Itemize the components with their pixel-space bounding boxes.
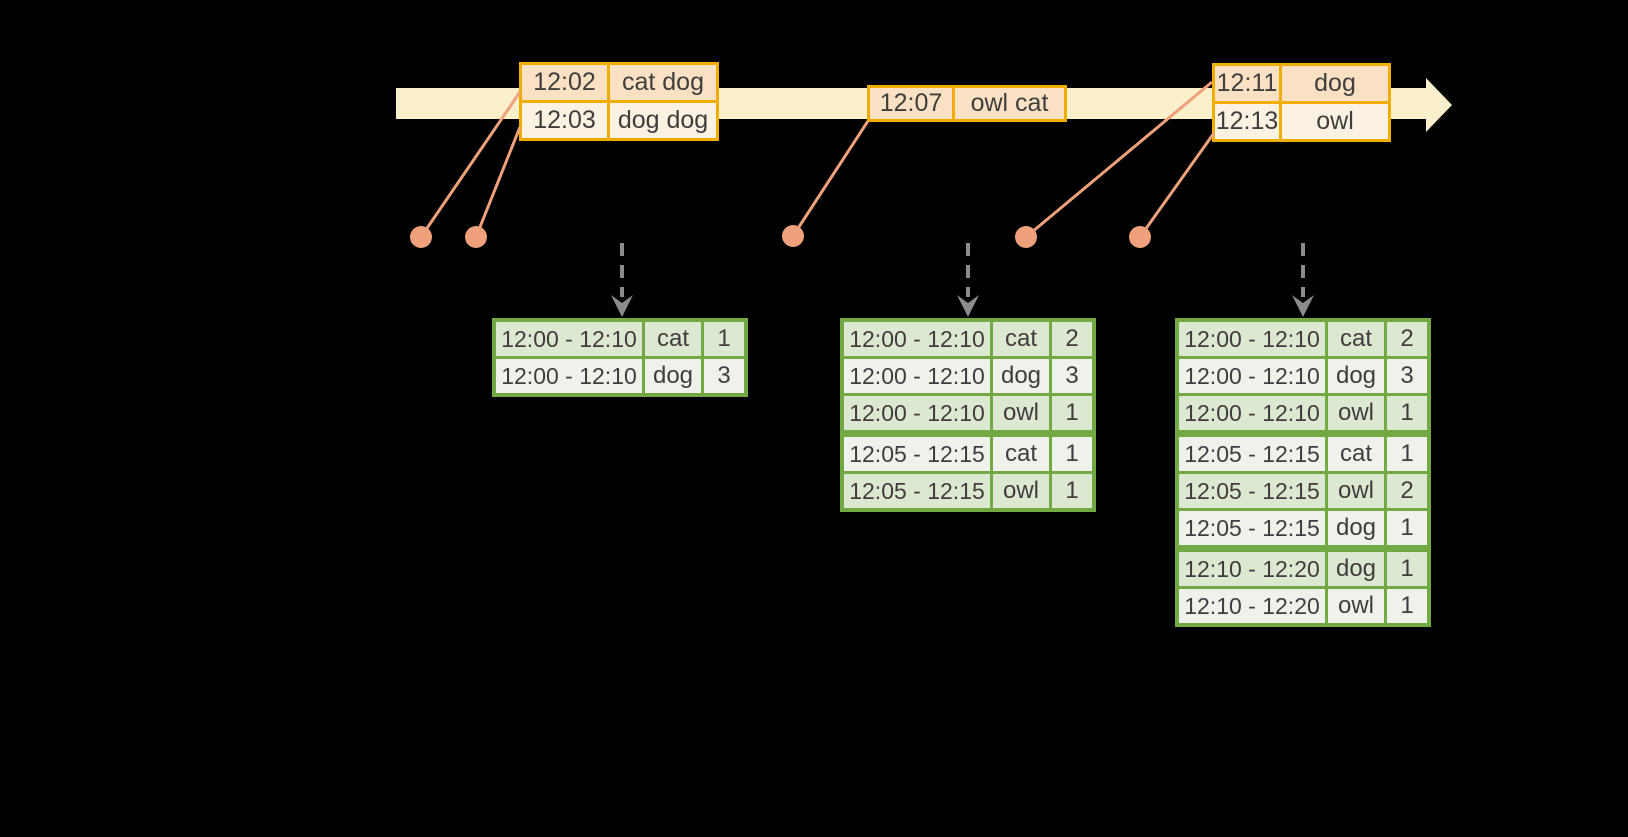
word-cell: owl	[1328, 474, 1384, 508]
count-cell: 3	[1052, 359, 1092, 393]
result-row: 12:00 - 12:10 owl 1	[1179, 396, 1427, 430]
count-cell: 1	[1387, 552, 1427, 586]
event-row: 12:11 dog	[1215, 66, 1388, 101]
result-row: 12:10 - 12:20 owl 1	[1179, 589, 1427, 623]
window-cell: 12:00 - 12:10	[1179, 359, 1325, 393]
word-cell: dog	[1328, 552, 1384, 586]
result-row: 12:00 - 12:10 cat 2	[844, 322, 1092, 356]
event-row: 12:13 owl	[1215, 104, 1388, 139]
count-cell: 1	[1052, 396, 1092, 430]
word-cell: cat	[1328, 437, 1384, 471]
result-row: 12:05 - 12:15 cat 1	[844, 437, 1092, 471]
result-table-3: 12:00 - 12:10 cat 2 12:00 - 12:10 dog 3 …	[1175, 318, 1431, 627]
event-connector-line	[791, 120, 870, 237]
event-time: 12:02	[522, 65, 607, 100]
window-cell: 12:00 - 12:10	[496, 322, 642, 356]
event-row: 12:03 dog dog	[522, 103, 716, 138]
trigger-arrowhead-icon	[957, 295, 979, 317]
word-cell: cat	[993, 322, 1049, 356]
result-row: 12:00 - 12:10 cat 1	[496, 322, 744, 356]
word-cell: dog	[993, 359, 1049, 393]
count-cell: 1	[1387, 396, 1427, 430]
result-row: 12:00 - 12:10 cat 2	[1179, 322, 1427, 356]
window-cell: 12:00 - 12:10	[844, 322, 990, 356]
word-cell: owl	[993, 396, 1049, 430]
event-words: owl cat	[955, 88, 1064, 119]
trigger-arrowhead-icon	[611, 295, 633, 317]
word-cell: owl	[1328, 396, 1384, 430]
result-table-2: 12:00 - 12:10 cat 2 12:00 - 12:10 dog 3 …	[840, 318, 1096, 512]
window-cell: 12:00 - 12:10	[1179, 396, 1325, 430]
window-cell: 12:00 - 12:10	[844, 396, 990, 430]
count-cell: 1	[1387, 437, 1427, 471]
event-dot-icon	[782, 225, 804, 247]
event-connector-line	[1138, 132, 1216, 238]
result-row: 12:05 - 12:15 dog 1	[1179, 511, 1427, 545]
event-time: 12:03	[522, 103, 607, 138]
event-table-3: 12:11 dog 12:13 owl	[1212, 63, 1391, 142]
result-row: 12:05 - 12:15 owl 1	[844, 474, 1092, 508]
word-cell: dog	[645, 359, 701, 393]
count-cell: 2	[1387, 322, 1427, 356]
event-dot-icon	[1015, 226, 1037, 248]
event-words: cat dog	[610, 65, 716, 100]
word-cell: dog	[1328, 359, 1384, 393]
count-cell: 1	[1387, 589, 1427, 623]
count-cell: 1	[1387, 511, 1427, 545]
count-cell: 3	[1387, 359, 1427, 393]
result-table-1: 12:00 - 12:10 cat 1 12:00 - 12:10 dog 3	[492, 318, 748, 397]
window-cell: 12:05 - 12:15	[1179, 437, 1325, 471]
result-row: 12:10 - 12:20 dog 1	[1179, 552, 1427, 586]
event-row: 12:07 owl cat	[870, 88, 1064, 119]
word-cell: dog	[1328, 511, 1384, 545]
event-words: dog	[1282, 66, 1388, 101]
count-cell: 1	[704, 322, 744, 356]
result-row: 12:00 - 12:10 dog 3	[844, 359, 1092, 393]
result-row: 12:05 - 12:15 owl 2	[1179, 474, 1427, 508]
window-cell: 12:10 - 12:20	[1179, 589, 1325, 623]
timeline-arrowhead-icon	[1426, 78, 1452, 132]
event-dot-icon	[1129, 226, 1151, 248]
event-table-2: 12:07 owl cat	[867, 85, 1067, 122]
event-time: 12:11	[1215, 66, 1279, 101]
window-cell: 12:00 - 12:10	[1179, 322, 1325, 356]
word-cell: cat	[645, 322, 701, 356]
count-cell: 2	[1387, 474, 1427, 508]
window-cell: 12:05 - 12:15	[844, 437, 990, 471]
event-connector-line	[474, 126, 522, 238]
window-cell: 12:00 - 12:10	[496, 359, 642, 393]
trigger-arrowhead-icon	[1292, 295, 1314, 317]
event-time: 12:13	[1215, 104, 1279, 139]
count-cell: 2	[1052, 322, 1092, 356]
event-table-1: 12:02 cat dog 12:03 dog dog	[519, 62, 719, 141]
event-words: owl	[1282, 104, 1388, 139]
word-cell: owl	[1328, 589, 1384, 623]
count-cell: 1	[1052, 437, 1092, 471]
event-dot-icon	[465, 226, 487, 248]
result-row: 12:00 - 12:10 owl 1	[844, 396, 1092, 430]
event-time: 12:07	[870, 88, 952, 119]
event-dot-icon	[410, 226, 432, 248]
window-cell: 12:05 - 12:15	[1179, 474, 1325, 508]
result-row: 12:00 - 12:10 dog 3	[1179, 359, 1427, 393]
window-cell: 12:00 - 12:10	[844, 359, 990, 393]
result-row: 12:00 - 12:10 dog 3	[496, 359, 744, 393]
word-cell: cat	[993, 437, 1049, 471]
event-row: 12:02 cat dog	[522, 65, 716, 100]
event-words: dog dog	[610, 103, 716, 138]
count-cell: 1	[1052, 474, 1092, 508]
word-cell: owl	[993, 474, 1049, 508]
word-cell: cat	[1328, 322, 1384, 356]
result-row: 12:05 - 12:15 cat 1	[1179, 437, 1427, 471]
window-cell: 12:10 - 12:20	[1179, 552, 1325, 586]
count-cell: 3	[704, 359, 744, 393]
window-cell: 12:05 - 12:15	[1179, 511, 1325, 545]
window-cell: 12:05 - 12:15	[844, 474, 990, 508]
